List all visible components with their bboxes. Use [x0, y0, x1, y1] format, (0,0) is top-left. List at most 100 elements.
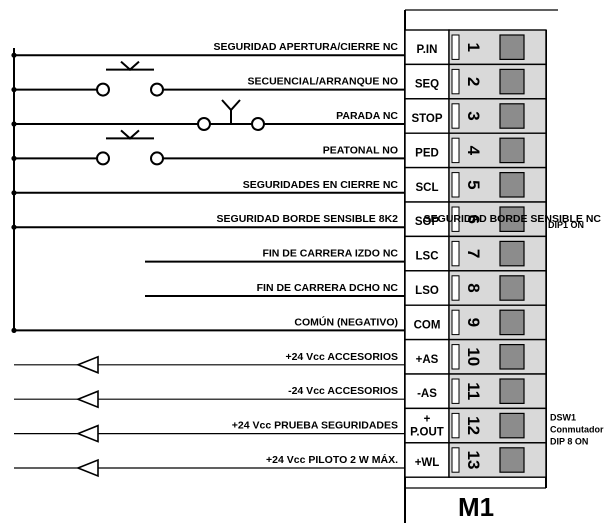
terminal-number: 7: [464, 249, 483, 258]
terminal-screw: [499, 412, 525, 439]
terminal-number: 2: [464, 77, 483, 86]
junction-dot: [11, 52, 17, 58]
terminal-screw: [499, 378, 525, 404]
arrow-icon: [75, 390, 99, 409]
terminal-slot: [451, 137, 460, 164]
arrow-icon: [75, 458, 99, 478]
terminal-code-cell: [404, 304, 450, 341]
push-button: [120, 129, 140, 140]
contact-terminal: [251, 117, 265, 131]
terminal-code: +AS: [416, 354, 439, 366]
junction-dot: [11, 224, 17, 230]
terminal-code: LSO: [415, 285, 439, 297]
contact-terminal: [96, 151, 110, 166]
note-dip8-line1: DSW1: [550, 412, 576, 422]
terminal-screw-cell: [448, 373, 547, 410]
terminal-label: -24 Vcc ACCESORIOS: [288, 385, 398, 397]
terminal-label: SEGURIDADES EN CIERRE NC: [243, 179, 399, 191]
junction-dot: [11, 190, 17, 196]
terminal-slot: [451, 34, 460, 60]
terminal-code: P.IN: [417, 44, 438, 56]
push-button: [120, 60, 140, 71]
terminal-label: COMÚN (NEGATIVO): [294, 315, 398, 328]
terminal-slot: [451, 412, 460, 439]
terminal-screw: [499, 34, 525, 60]
terminal-screw-cell: [448, 201, 547, 238]
terminal-code-cell: [404, 338, 450, 375]
terminal-code-cell: [404, 166, 450, 203]
terminal-screw-cell: [448, 166, 547, 203]
terminal-screw: [499, 309, 525, 336]
note-dip8-line3: DIP 8 ON: [550, 436, 588, 446]
terminal-number: 9: [464, 318, 483, 327]
terminal-row-12: +P.OUT 12 +24 Vcc PRUEBA SEGURIDADES: [14, 407, 547, 444]
terminal-label: +24 Vcc PILOTO 2 W MÁX.: [266, 453, 398, 466]
terminal-slot: [451, 206, 460, 232]
terminal-screw: [499, 68, 525, 95]
terminal-row-1: P.IN 1 SEGURIDAD APERTURA/CIERRE NC: [11, 29, 547, 66]
terminal-code: STOP: [411, 113, 442, 125]
terminal-slot: [451, 172, 460, 198]
terminal-code-cell: [404, 235, 450, 272]
junction-dot: [11, 121, 17, 127]
terminal-screw: [499, 172, 525, 198]
terminal-number: 8: [464, 283, 483, 292]
terminal-screw-cell: [448, 338, 547, 375]
terminal-slot: [451, 68, 460, 95]
terminal-label: PEATONAL NO: [323, 144, 398, 156]
block-name: M1: [458, 492, 494, 522]
terminal-screw-cell: [448, 442, 547, 478]
terminal-screw: [499, 275, 525, 301]
terminal-screw: [499, 447, 525, 473]
terminal-number: 12: [464, 416, 483, 435]
terminal-slot: [451, 275, 460, 301]
terminal-screw-cell: [448, 132, 547, 169]
terminal-label: SEGURIDAD BORDE SENSIBLE 8K2: [217, 213, 399, 225]
terminal-label: +24 Vcc PRUEBA SEGURIDADES: [232, 420, 398, 432]
terminal-number: 6: [464, 214, 483, 223]
terminal-screw-cell: [448, 407, 547, 444]
terminal-code: PED: [415, 147, 439, 159]
contact-terminal: [96, 82, 110, 97]
terminal-code: P.OUT: [410, 427, 444, 439]
terminal-number: 5: [464, 180, 483, 189]
terminal-slot: [451, 344, 460, 370]
junction-dot: [11, 327, 17, 333]
terminal-number: 3: [464, 111, 483, 120]
terminal-screw-cell: [448, 29, 547, 66]
terminal-label: PARADA NC: [336, 110, 398, 122]
terminal-code: -AS: [417, 388, 437, 400]
terminal-label: SEGURIDAD APERTURA/CIERRE NC: [213, 41, 398, 53]
contact-terminal: [150, 82, 164, 97]
junction-dot: [11, 155, 17, 161]
terminal-screw: [499, 137, 525, 164]
terminal-code-top: +: [424, 414, 431, 426]
terminal-slot: [451, 240, 460, 267]
terminal-number: 1: [464, 42, 483, 51]
terminal-code: LSC: [416, 251, 439, 263]
terminal-slot: [451, 378, 460, 404]
push-button: [221, 99, 241, 112]
terminal-screw-cell: [448, 304, 547, 341]
contact-terminal: [197, 117, 211, 131]
terminal-code-cell: [404, 270, 450, 306]
terminal-number: 10: [464, 347, 483, 366]
terminal-code: SEQ: [415, 79, 439, 91]
junction-dot: [11, 87, 17, 93]
terminal-code: SOP: [415, 216, 440, 228]
terminal-row-3: STOP 3 PARADA NC: [11, 98, 547, 134]
terminal-code: COM: [414, 319, 441, 331]
terminal-screw: [499, 206, 525, 232]
terminal-number: 4: [464, 146, 483, 156]
terminal-label: FIN DE CARRERA IZDO NC: [262, 248, 398, 260]
arrow-icon: [75, 424, 99, 443]
note-dip8-line2: Conmutador: [550, 424, 604, 434]
terminal-slot: [451, 309, 460, 336]
